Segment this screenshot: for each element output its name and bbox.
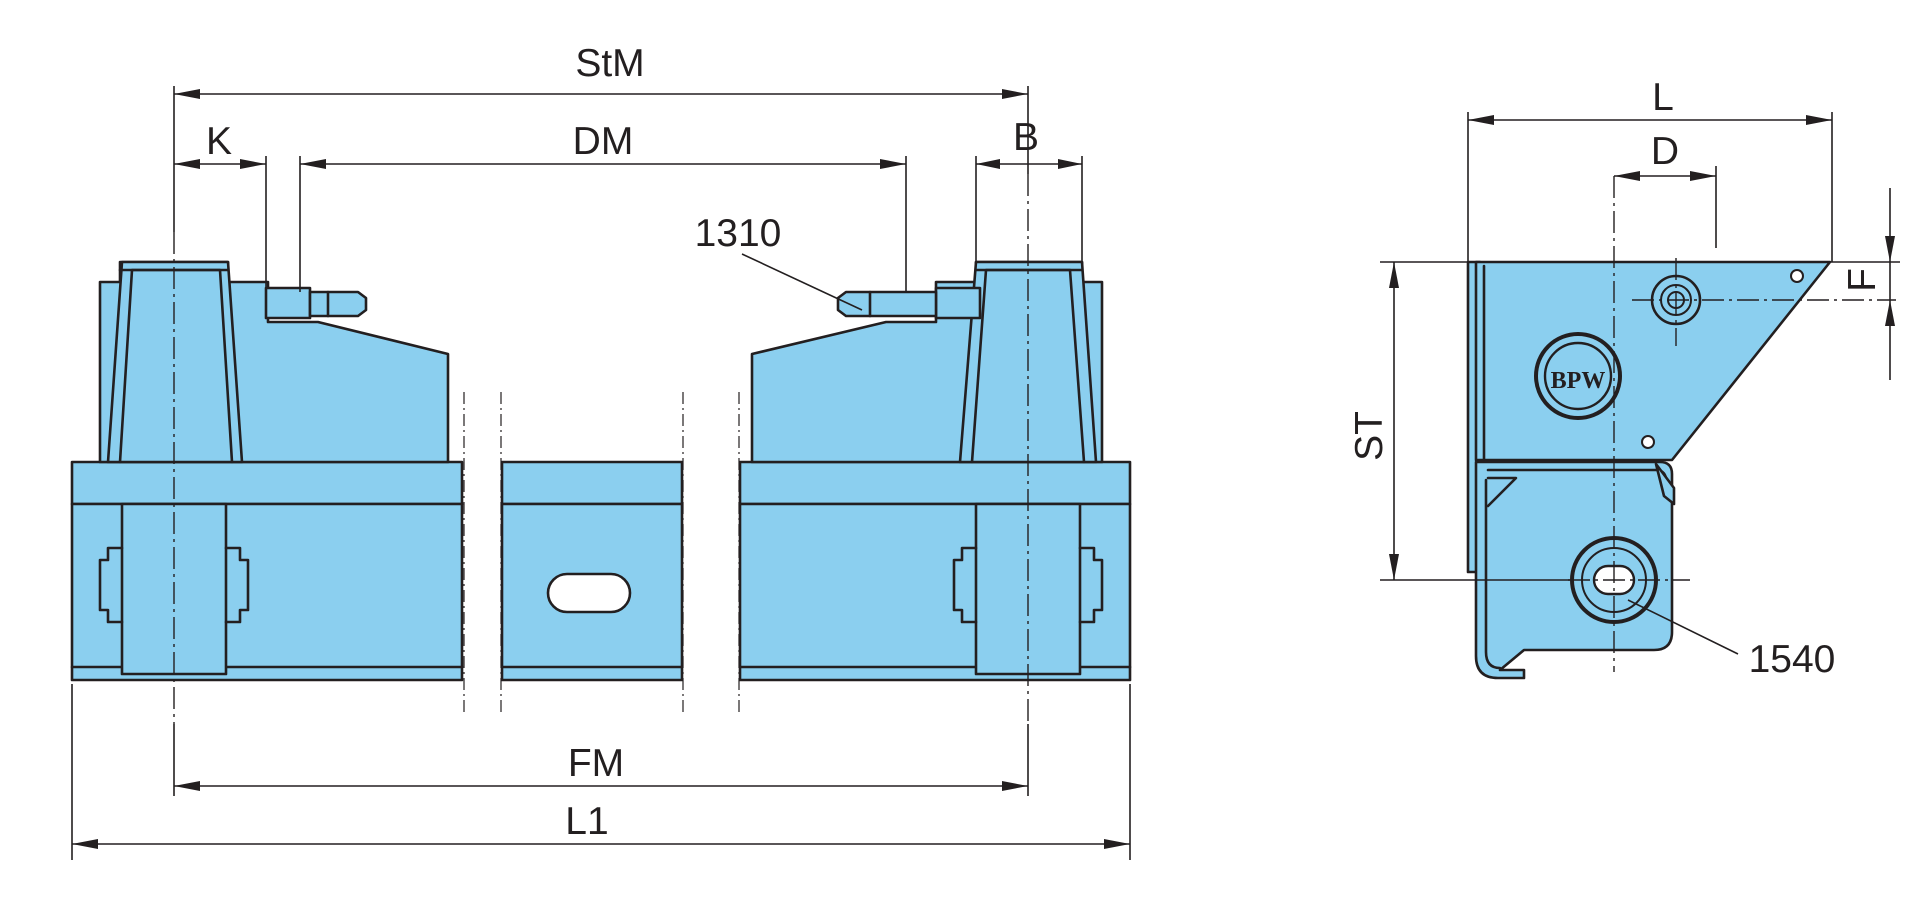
side-center-lines (1568, 176, 1896, 672)
label-dm: DM (573, 120, 634, 163)
callout-1310: 1310 (695, 212, 863, 311)
logo-text: BPW (1551, 368, 1606, 394)
label-f: F (1841, 268, 1884, 292)
side-small-hole-bottom (1641, 435, 1655, 449)
label-1540: 1540 (1749, 638, 1836, 681)
label-1310: 1310 (695, 212, 782, 255)
dimension-stm: StM (174, 42, 1028, 99)
dimension-b: B (976, 116, 1082, 169)
front-extension-lines (71, 86, 1131, 860)
break-lines (463, 392, 740, 712)
dimension-dm: DM (300, 120, 906, 169)
dimension-l: L (1468, 76, 1832, 125)
dimension-f: F (1841, 188, 1895, 380)
callout-1540: 1540 (1627, 599, 1836, 681)
dimension-d: D (1614, 130, 1716, 181)
label-d: D (1651, 130, 1679, 173)
right-bolt-stud (836, 290, 938, 318)
dimension-k: K (174, 120, 266, 169)
dimension-st: ST (1348, 262, 1399, 580)
label-stm: StM (575, 42, 644, 85)
label-k: K (206, 120, 232, 163)
slot-hole (546, 572, 632, 614)
front-view: StM K DM B FM (70, 42, 1132, 860)
side-view: BPW L (1348, 76, 1900, 681)
front-center-lines (173, 174, 1029, 724)
dimension-l1: L1 (72, 800, 1130, 849)
side-small-hole-top (1790, 269, 1804, 283)
left-bolt-stud (308, 290, 368, 318)
label-fm: FM (568, 742, 624, 785)
side-extension-lines (1380, 112, 1900, 581)
label-st: ST (1348, 411, 1391, 461)
dimension-fm: FM (174, 742, 1028, 791)
beam-middle-section (500, 460, 684, 682)
label-l1: L1 (565, 800, 608, 843)
bpw-logo: BPW (1534, 332, 1622, 420)
left-bolt-nut (264, 286, 312, 320)
label-l: L (1652, 76, 1674, 119)
label-b: B (1013, 116, 1039, 159)
right-bolt-nut (934, 286, 982, 320)
